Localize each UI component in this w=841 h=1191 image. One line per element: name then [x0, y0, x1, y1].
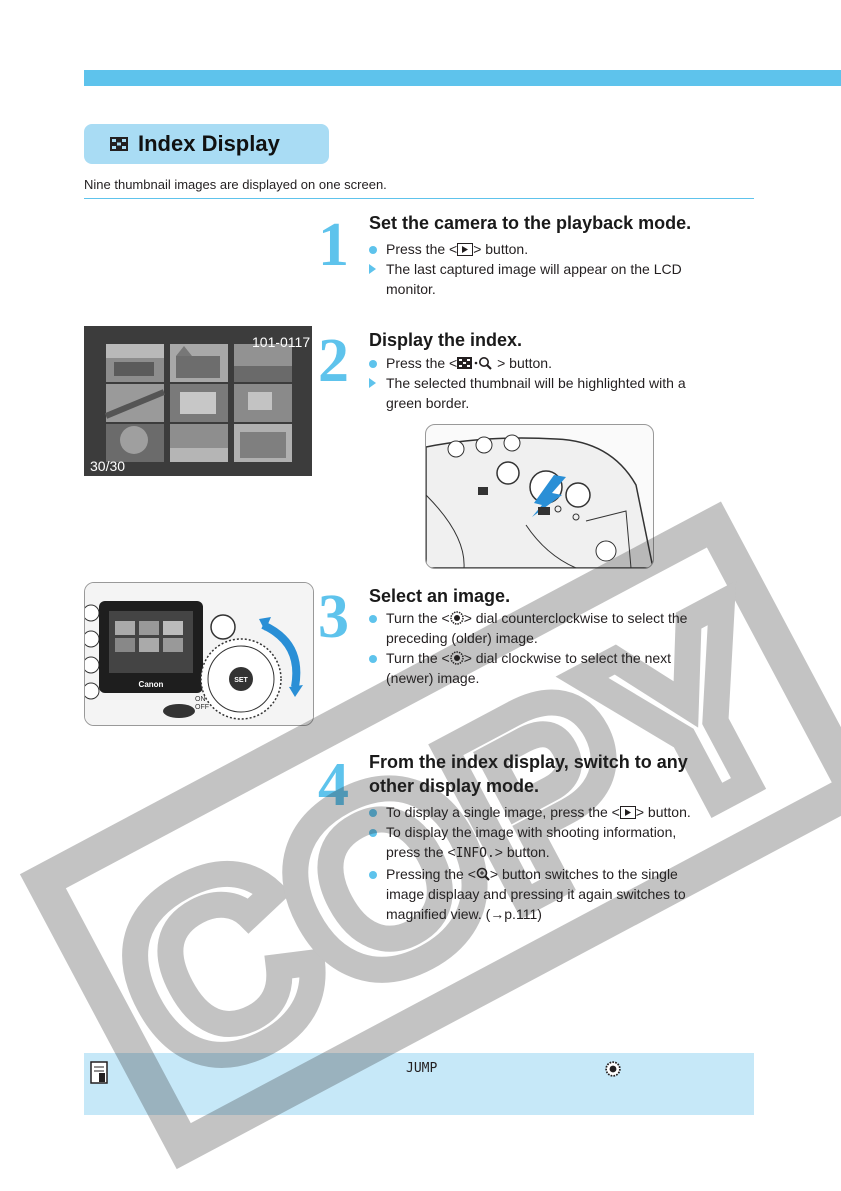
note-box: JUMP — [84, 1053, 754, 1115]
list-item: To display the image with shooting infor… — [369, 822, 769, 864]
lcd-index-screen: 101-0117 30/30 — [84, 326, 312, 476]
header-band — [84, 70, 841, 86]
playback-button-icon — [457, 243, 474, 256]
list-item: The selected thumbnail will be highlight… — [369, 373, 749, 413]
camera-dial-illustration: Canon SET ON OFF — [84, 582, 314, 726]
list-item: Press the <> button. — [369, 239, 749, 259]
quick-control-dial-icon — [449, 611, 464, 625]
step-number-4: 4 — [318, 751, 349, 819]
step-number-2: 2 — [318, 327, 349, 395]
section-title-tab: Index Display — [84, 124, 329, 164]
image-counter: 30/30 — [90, 458, 125, 474]
power-on-label: ON — [195, 696, 206, 703]
thumbnail-grid: 101-0117 30/30 — [84, 326, 312, 476]
memo-icon — [90, 1061, 108, 1084]
power-off-label: OFF — [195, 704, 209, 711]
list-item: Turn the <> dial clockwise to select the… — [369, 648, 759, 688]
list-item: To display a single image, press the <> … — [369, 802, 769, 822]
jump-button-label: JUMP — [406, 1061, 438, 1076]
step-number-1: 1 — [318, 211, 349, 279]
file-number: 101-0117 — [252, 334, 310, 350]
index-icon — [110, 137, 128, 151]
list-item: Turn the <> dial counterclockwise to sel… — [369, 608, 759, 648]
step-3-list: Turn the <> dial counterclockwise to sel… — [369, 608, 759, 688]
quick-control-dial-icon — [449, 651, 464, 665]
step-heading-3: Select an image. — [369, 586, 511, 606]
step-heading-1: Set the camera to the playback mode. — [369, 213, 692, 233]
step-1-list: Press the <> button. The last captured i… — [369, 239, 749, 299]
quick-control-dial-icon — [605, 1061, 621, 1077]
camera-button-illustration — [425, 424, 654, 569]
page-title: Index Display — [138, 131, 280, 156]
step-heading-2: Display the index. — [369, 330, 523, 350]
magnify-icon — [476, 867, 490, 881]
divider — [84, 198, 754, 199]
info-button-label: INFO. — [455, 846, 495, 861]
list-item: Press the < > button. — [369, 353, 749, 373]
step-number-3: 3 — [318, 583, 349, 651]
set-button-label: SET — [234, 677, 248, 684]
camera-brand: Canon — [139, 680, 164, 689]
intro-text: Nine thumbnail images are displayed on o… — [84, 177, 387, 192]
step-4-list: To display a single image, press the <> … — [369, 802, 769, 924]
step-2-list: Press the < > button. The selected thumb… — [369, 353, 749, 413]
list-item: Pressing the <> button switches to the s… — [369, 864, 769, 924]
list-item: The last captured image will appear on t… — [369, 259, 749, 299]
playback-button-icon — [619, 806, 636, 819]
index-magnify-button-icon — [457, 357, 492, 370]
